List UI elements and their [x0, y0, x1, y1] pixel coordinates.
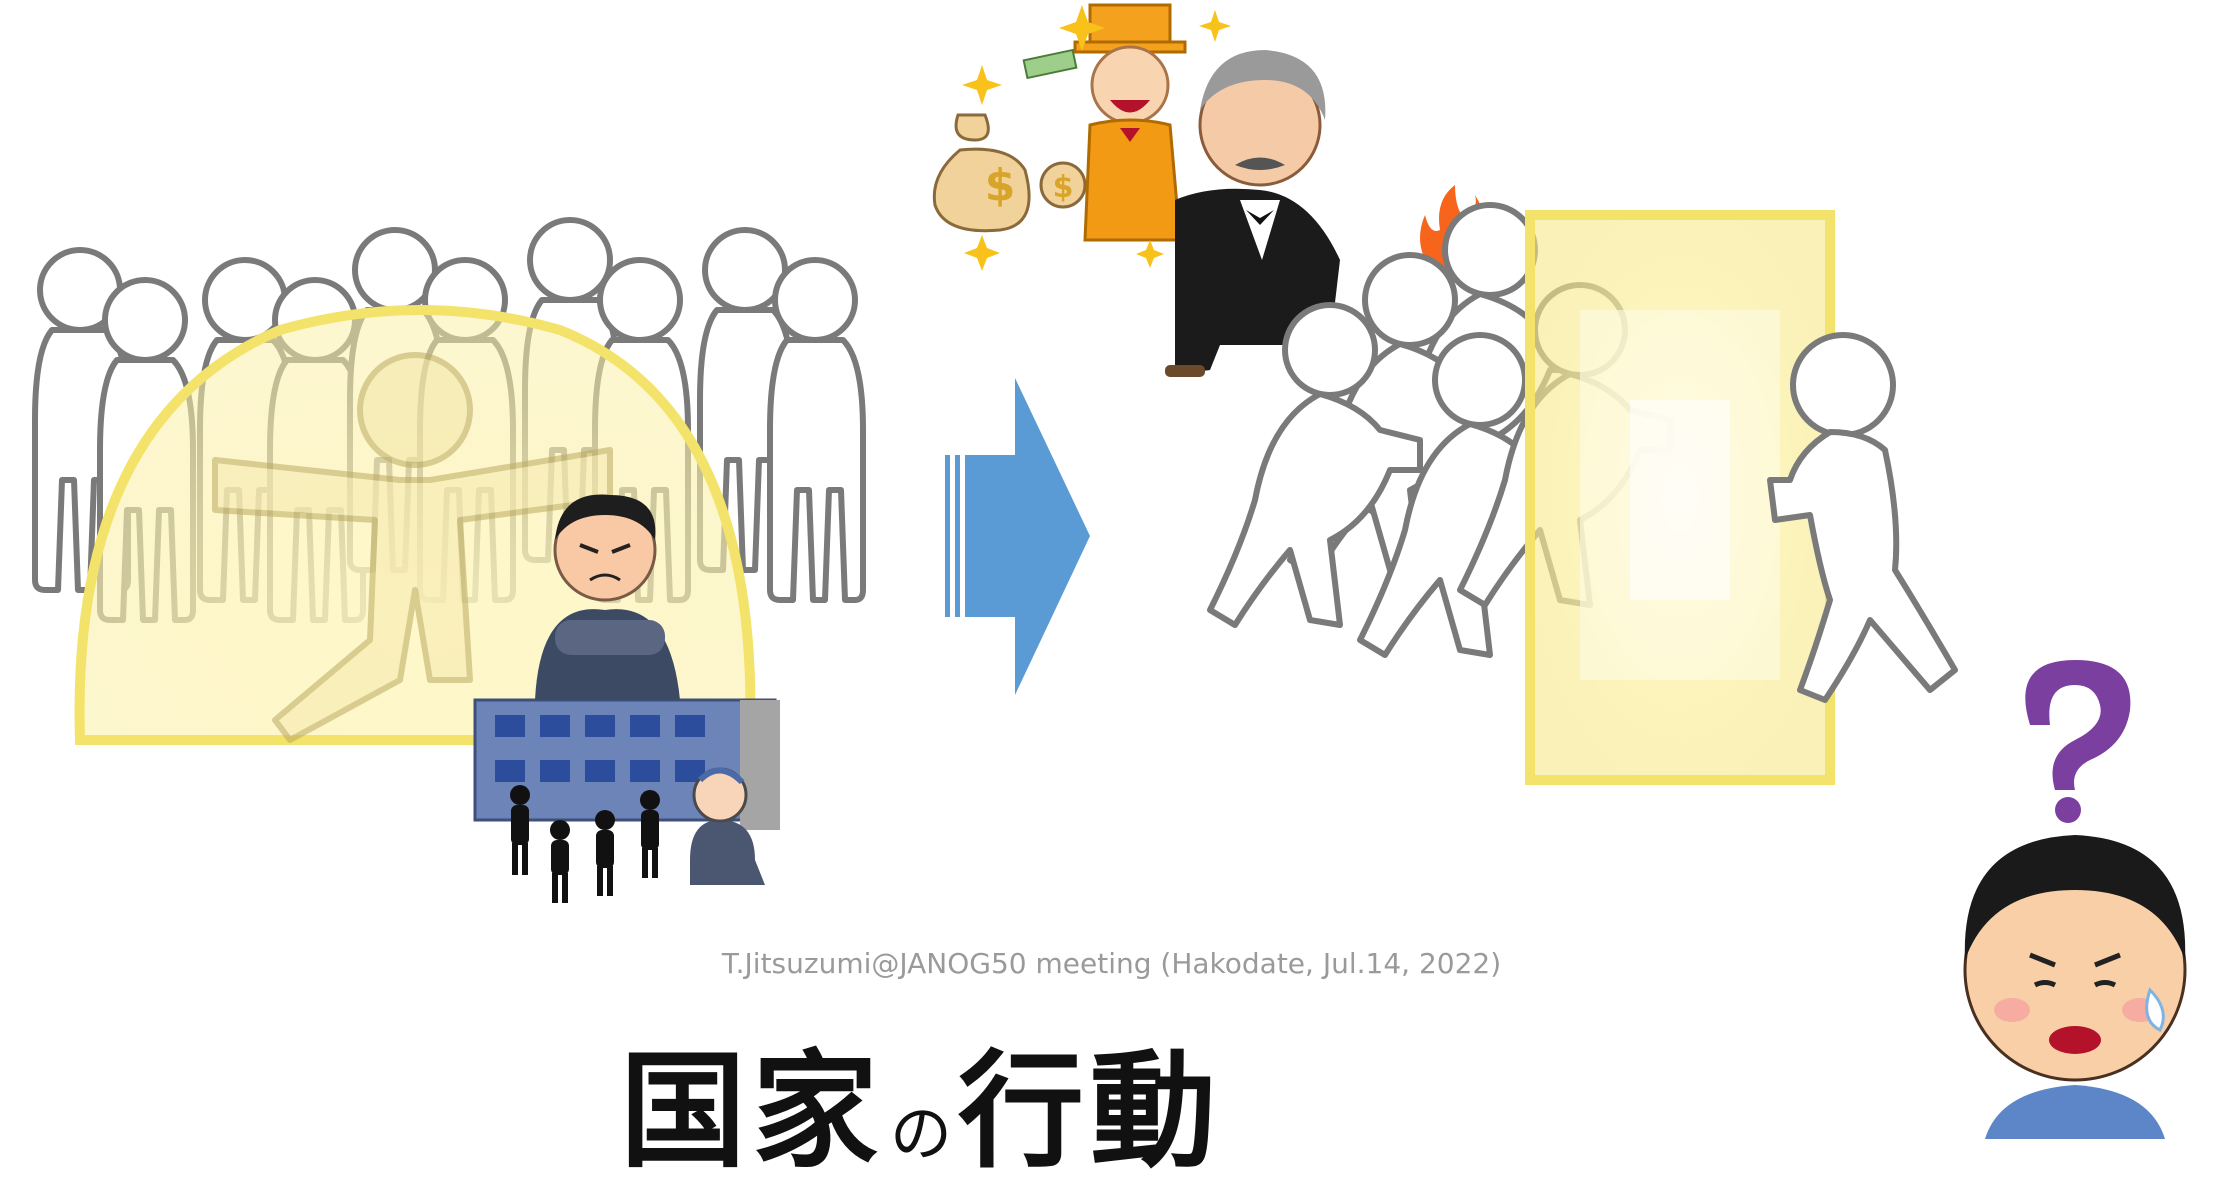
question-mark-icon	[2025, 660, 2131, 823]
sparkle-icons	[962, 5, 1231, 271]
confused-boy	[1963, 660, 2187, 1139]
money-bags: $ $	[932, 113, 1087, 233]
title-part-2: 行動	[958, 1038, 1223, 1185]
title-part-1: 国家	[620, 1038, 884, 1185]
slide-credit: T.Jitsuzumi@JANOG50 meeting (Hakodate, J…	[721, 947, 1502, 980]
guardian-figure	[212, 352, 613, 743]
rich-man-orange	[1022, 3, 1187, 242]
boy-shirt	[1985, 1085, 2165, 1139]
right-arrow-icon	[945, 378, 1090, 695]
pusher-outside	[1767, 332, 1958, 703]
worried-employee	[690, 767, 765, 885]
slide-title: 国家の行動	[620, 1010, 1360, 1192]
silhouettes	[510, 785, 660, 903]
title-particle: の	[890, 1097, 953, 1170]
svg-text:$: $	[985, 160, 1016, 211]
glowing-barrier	[1525, 210, 1835, 785]
slide-illustrations: $ $	[0, 3, 2187, 1139]
svg-text:$: $	[1053, 170, 1074, 205]
